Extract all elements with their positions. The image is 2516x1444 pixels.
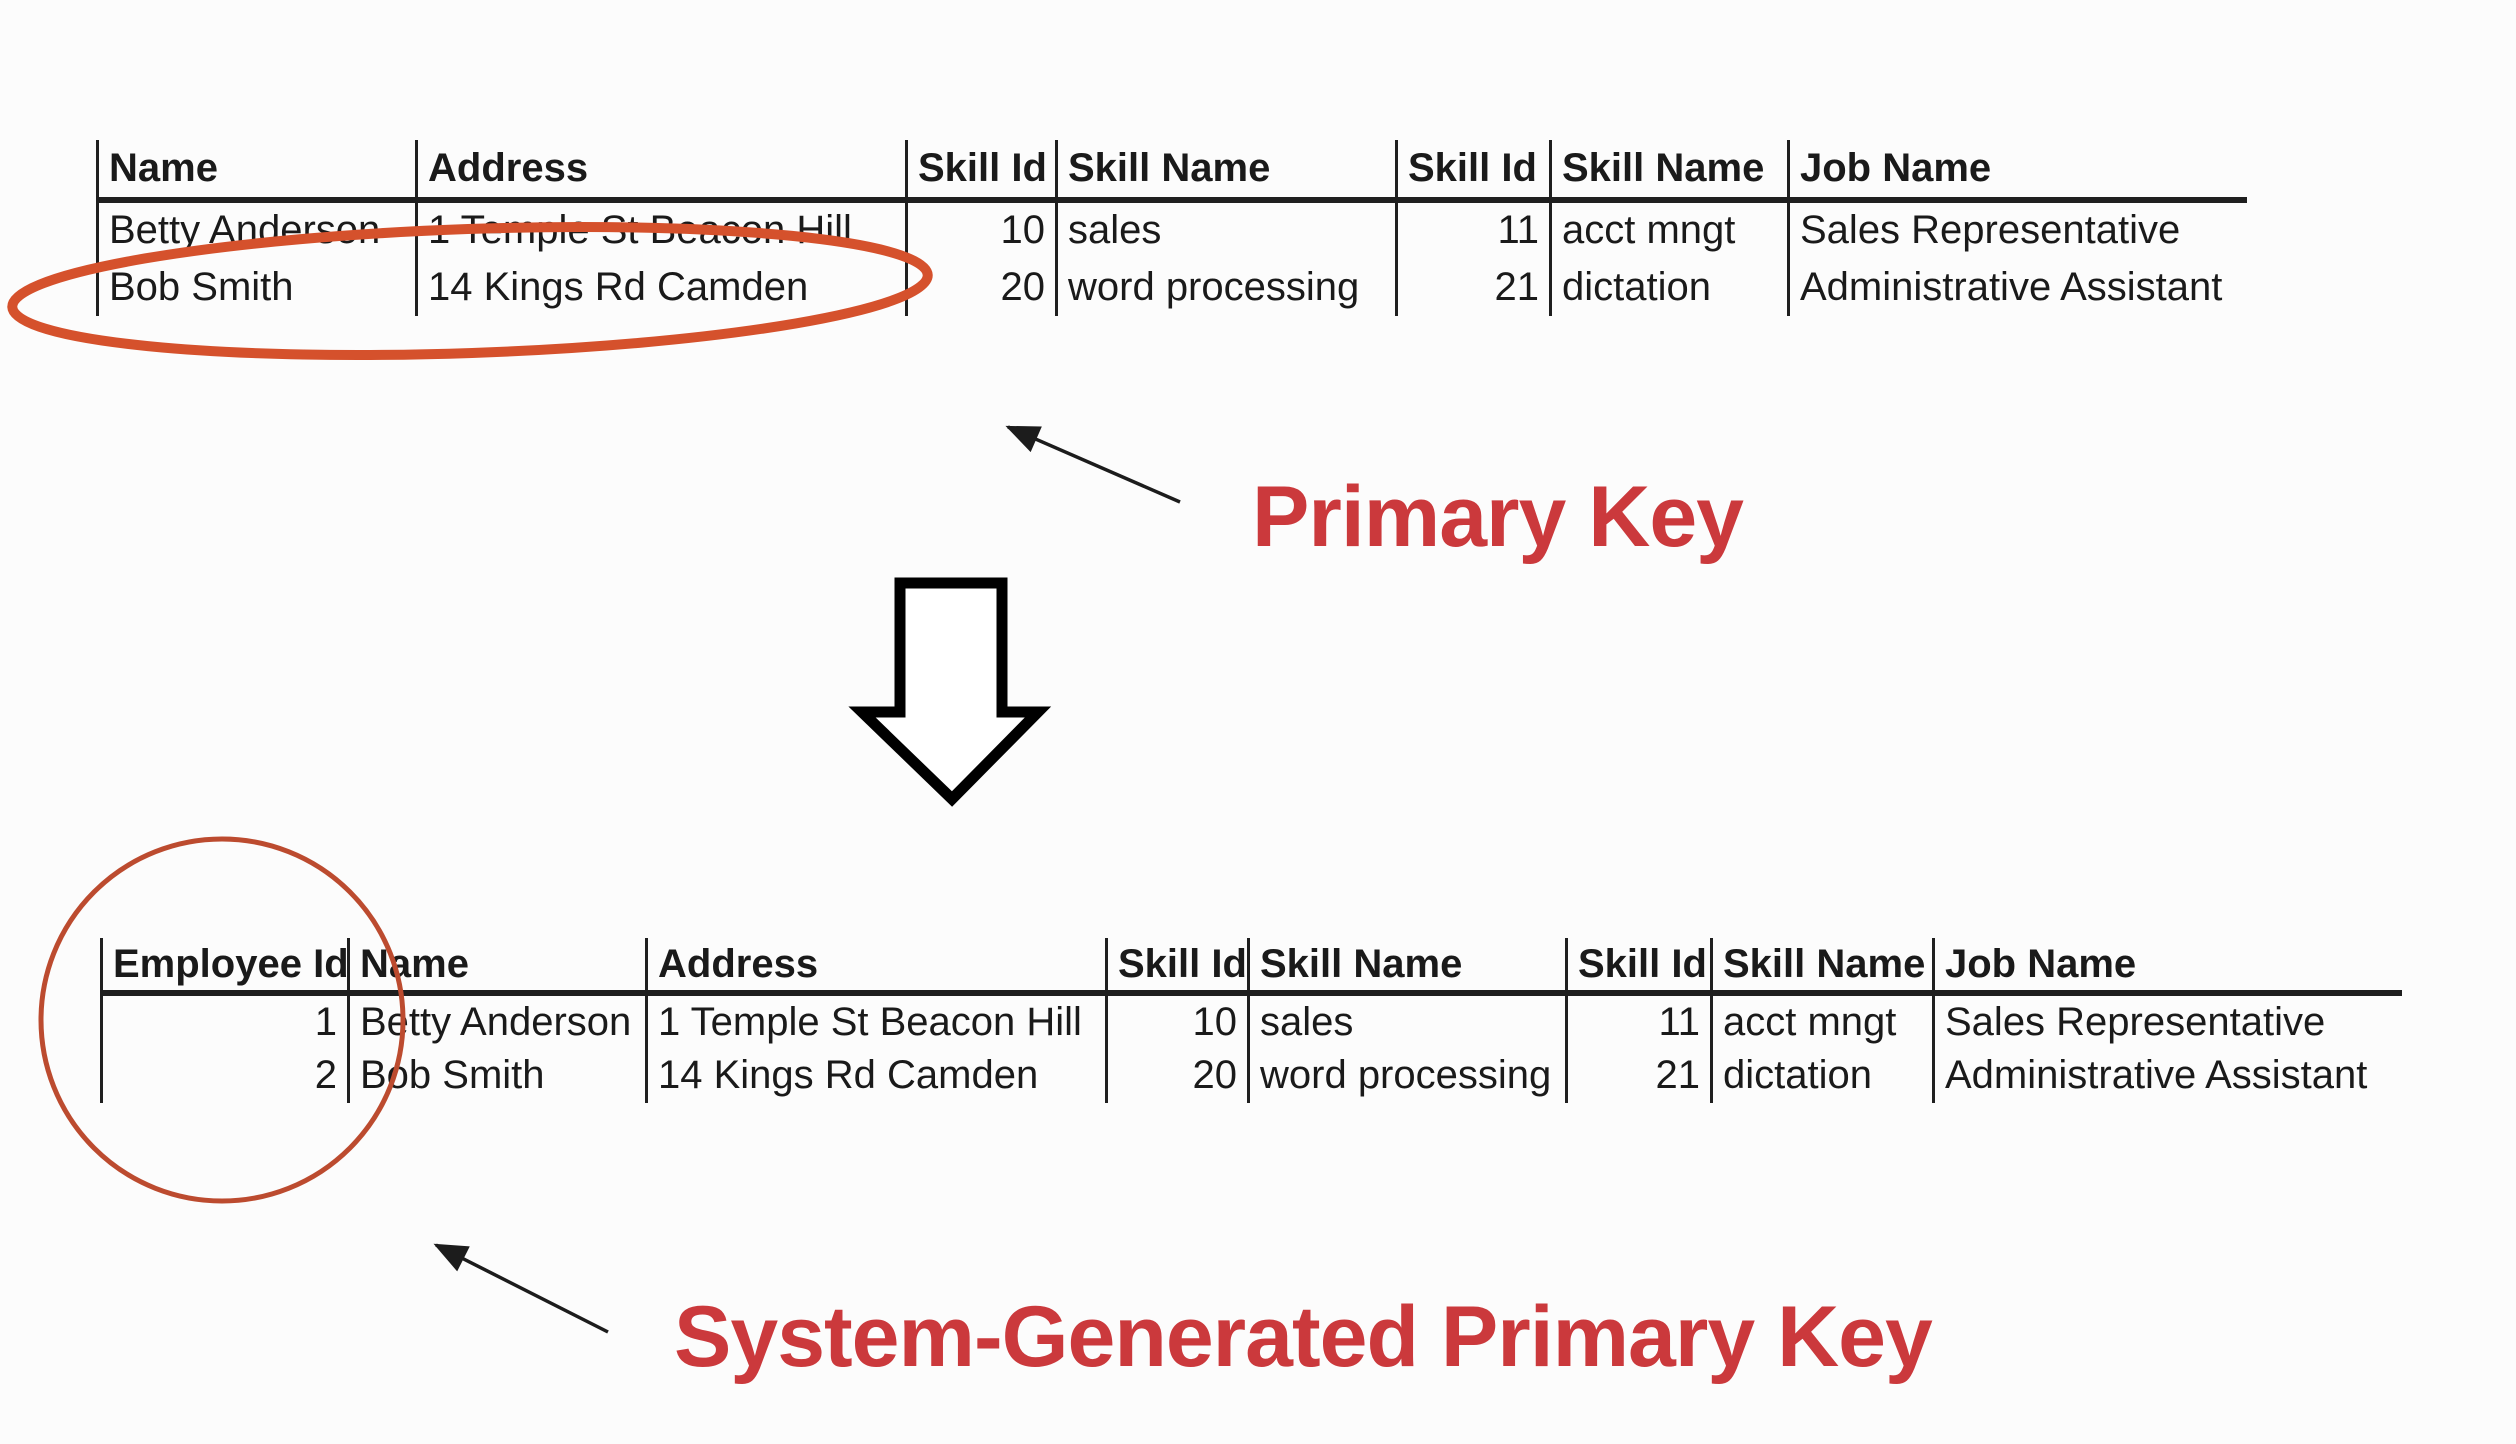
table-header-row: Employee Id Name Address Skill Id Skill … — [100, 938, 2402, 996]
table-row: Bob Smith 14 Kings Rd Camden 20 word pro… — [96, 258, 2247, 316]
column-header-skill-name-1: Skill Name — [1055, 140, 1397, 203]
table-cell: 1 Temple St Beacon Hill — [645, 993, 1107, 1048]
column-header-skill-id-1: Skill Id — [905, 140, 1057, 203]
table-cell: 2 — [100, 1048, 349, 1103]
column-header-skill-id-1: Skill Id — [1105, 938, 1249, 996]
table-cell: Betty Anderson — [347, 993, 647, 1048]
table-row: Betty Anderson 1 Temple St Beacon Hill 1… — [96, 200, 2247, 258]
primary-key-label: Primary Key — [1252, 469, 1744, 565]
column-header-job-name: Job Name — [1932, 938, 2402, 996]
table-cell: 1 Temple St Beacon Hill — [415, 200, 907, 258]
column-header-address: Address — [645, 938, 1107, 996]
column-header-skill-name-2: Skill Name — [1710, 938, 1934, 996]
table-cell: sales — [1247, 993, 1567, 1048]
table-cell: word processing — [1055, 258, 1397, 316]
table-cell: 14 Kings Rd Camden — [645, 1048, 1107, 1103]
table-cell: 10 — [1105, 993, 1249, 1048]
primary-key-arrow — [1005, 425, 1181, 504]
table-cell: 21 — [1395, 258, 1551, 316]
column-header-employee-id: Employee Id — [100, 938, 349, 996]
table-cell: Sales Representative — [1932, 993, 2402, 1048]
table-cell: Bob Smith — [96, 258, 417, 316]
table-cell: 10 — [905, 200, 1057, 258]
table-cell: dictation — [1549, 258, 1789, 316]
table-with-primary-key: Employee Id Name Address Skill Id Skill … — [100, 938, 2402, 1103]
table-cell: acct mngt — [1549, 200, 1789, 258]
column-header-skill-name-2: Skill Name — [1549, 140, 1789, 203]
table-cell: Administrative Assistant — [1932, 1048, 2402, 1103]
table-cell: 20 — [1105, 1048, 1249, 1103]
table-cell: word processing — [1247, 1048, 1567, 1103]
column-header-skill-id-2: Skill Id — [1565, 938, 1712, 996]
table-without-primary-key: Name Address Skill Id Skill Name Skill I… — [96, 140, 2247, 316]
column-header-name: Name — [96, 140, 417, 203]
column-header-skill-name-1: Skill Name — [1247, 938, 1567, 996]
table-cell: Bob Smith — [347, 1048, 647, 1103]
table-cell: acct mngt — [1710, 993, 1934, 1048]
column-header-skill-id-2: Skill Id — [1395, 140, 1551, 203]
system-generated-arrow — [433, 1243, 609, 1334]
table-cell: 21 — [1565, 1048, 1712, 1103]
down-block-arrow-icon — [848, 577, 1052, 807]
table-cell: Betty Anderson — [96, 200, 417, 258]
table-cell: Sales Representative — [1787, 200, 2247, 258]
table-row: 1 Betty Anderson 1 Temple St Beacon Hill… — [100, 993, 2402, 1048]
table-cell: Administrative Assistant — [1787, 258, 2247, 316]
table-header-row: Name Address Skill Id Skill Name Skill I… — [96, 140, 2247, 203]
system-generated-primary-key-label: System-Generated Primary Key — [674, 1289, 1933, 1385]
column-header-job-name: Job Name — [1787, 140, 2247, 203]
table-cell: sales — [1055, 200, 1397, 258]
table-cell: 1 — [100, 993, 349, 1048]
table-cell: 11 — [1395, 200, 1551, 258]
column-header-name: Name — [347, 938, 647, 996]
table-cell: 11 — [1565, 993, 1712, 1048]
table-cell: 14 Kings Rd Camden — [415, 258, 907, 316]
table-cell: dictation — [1710, 1048, 1934, 1103]
table-row: 2 Bob Smith 14 Kings Rd Camden 20 word p… — [100, 1048, 2402, 1103]
table-cell: 20 — [905, 258, 1057, 316]
column-header-address: Address — [415, 140, 907, 203]
